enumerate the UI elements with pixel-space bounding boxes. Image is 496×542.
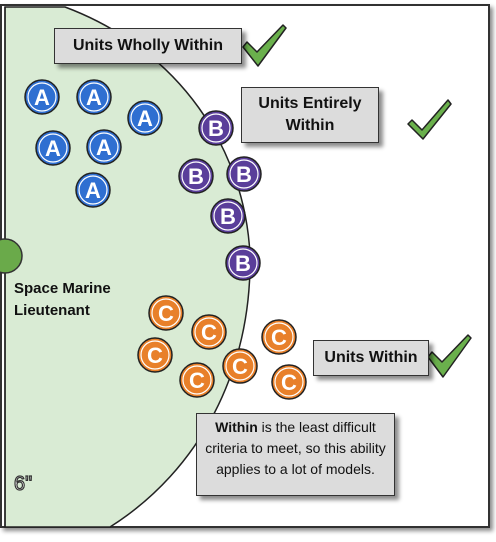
unit-c-letter: C bbox=[189, 368, 205, 393]
unit-c-ring bbox=[194, 317, 224, 347]
unit-c-ring bbox=[274, 367, 304, 397]
unit-c-letter: C bbox=[201, 320, 217, 345]
unit-c-letter: C bbox=[281, 370, 297, 395]
unit-c-token bbox=[271, 364, 307, 400]
check-icon bbox=[407, 99, 452, 140]
unit-c-ring bbox=[182, 365, 212, 395]
label-units-wholly-within: Units Wholly Within bbox=[54, 28, 242, 64]
unit-c-letter: C bbox=[232, 354, 248, 379]
note-bold: Within bbox=[215, 419, 258, 435]
unit-c-ring bbox=[225, 351, 255, 381]
unit-b-ring bbox=[213, 201, 243, 231]
lieutenant-model bbox=[0, 238, 23, 274]
unit-b-ring bbox=[228, 248, 258, 278]
unit-a-ring bbox=[130, 103, 160, 133]
unit-a-letter: A bbox=[86, 85, 102, 110]
unit-a-token bbox=[24, 79, 60, 115]
unit-a-ring bbox=[38, 133, 68, 163]
label-units-within: Units Within bbox=[313, 340, 429, 376]
label-text: Units Wholly Within bbox=[72, 37, 224, 54]
unit-c-token bbox=[191, 314, 227, 350]
unit-c-ring bbox=[140, 340, 170, 370]
lieutenant-label-line1: Space Marine bbox=[14, 280, 111, 297]
unit-b-token bbox=[226, 156, 262, 192]
unit-b-letter: B bbox=[236, 162, 252, 187]
unit-a-token bbox=[127, 100, 163, 136]
unit-c-token bbox=[148, 295, 184, 331]
unit-a-ring bbox=[27, 82, 57, 112]
unit-c-token bbox=[222, 348, 258, 384]
unit-b-ring bbox=[181, 161, 211, 191]
unit-a-ring bbox=[79, 82, 109, 112]
lieutenant-label-line2: Lieutenant bbox=[14, 302, 90, 319]
unit-b-token bbox=[225, 245, 261, 281]
unit-c-ring bbox=[264, 322, 294, 352]
unit-c-token bbox=[261, 319, 297, 355]
unit-a-token bbox=[75, 172, 111, 208]
unit-b-token bbox=[198, 110, 234, 146]
unit-c-token bbox=[179, 362, 215, 398]
unit-a-letter: A bbox=[137, 106, 153, 131]
unit-c-letter: C bbox=[271, 325, 287, 350]
unit-b-token bbox=[210, 198, 246, 234]
unit-b-token bbox=[178, 158, 214, 194]
unit-a-letter: A bbox=[96, 135, 112, 160]
unit-c-token bbox=[137, 337, 173, 373]
note-text: is the least difficult criteria to meet,… bbox=[205, 419, 386, 477]
unit-b-letter: B bbox=[208, 116, 224, 141]
unit-b-letter: B bbox=[188, 164, 204, 189]
label-text-line2: Within bbox=[285, 117, 335, 134]
unit-a-letter: A bbox=[45, 136, 61, 161]
unit-c-letter: C bbox=[158, 301, 174, 326]
check-icon bbox=[242, 24, 287, 67]
unit-c-letter: C bbox=[147, 343, 163, 368]
unit-b-letter: B bbox=[235, 251, 251, 276]
unit-a-letter: A bbox=[85, 178, 101, 203]
unit-a-letter: A bbox=[34, 85, 50, 110]
unit-b-letter: B bbox=[220, 204, 236, 229]
unit-a-token bbox=[76, 79, 112, 115]
unit-a-token bbox=[86, 129, 122, 165]
label-text: Units Within bbox=[324, 349, 418, 366]
unit-a-ring bbox=[78, 175, 108, 205]
note-box: Within is the least difficult criteria t… bbox=[196, 413, 395, 496]
lieutenant-label: Space Marine Lieutenant bbox=[14, 278, 111, 322]
unit-b-ring bbox=[201, 113, 231, 143]
unit-a-token bbox=[35, 130, 71, 166]
unit-b-ring bbox=[229, 159, 259, 189]
label-units-entirely-within: Units Entirely Within bbox=[241, 87, 379, 143]
range-label: 6" bbox=[14, 473, 32, 495]
label-text-line1: Units Entirely bbox=[258, 95, 362, 112]
unit-c-ring bbox=[151, 298, 181, 328]
unit-a-ring bbox=[89, 132, 119, 162]
